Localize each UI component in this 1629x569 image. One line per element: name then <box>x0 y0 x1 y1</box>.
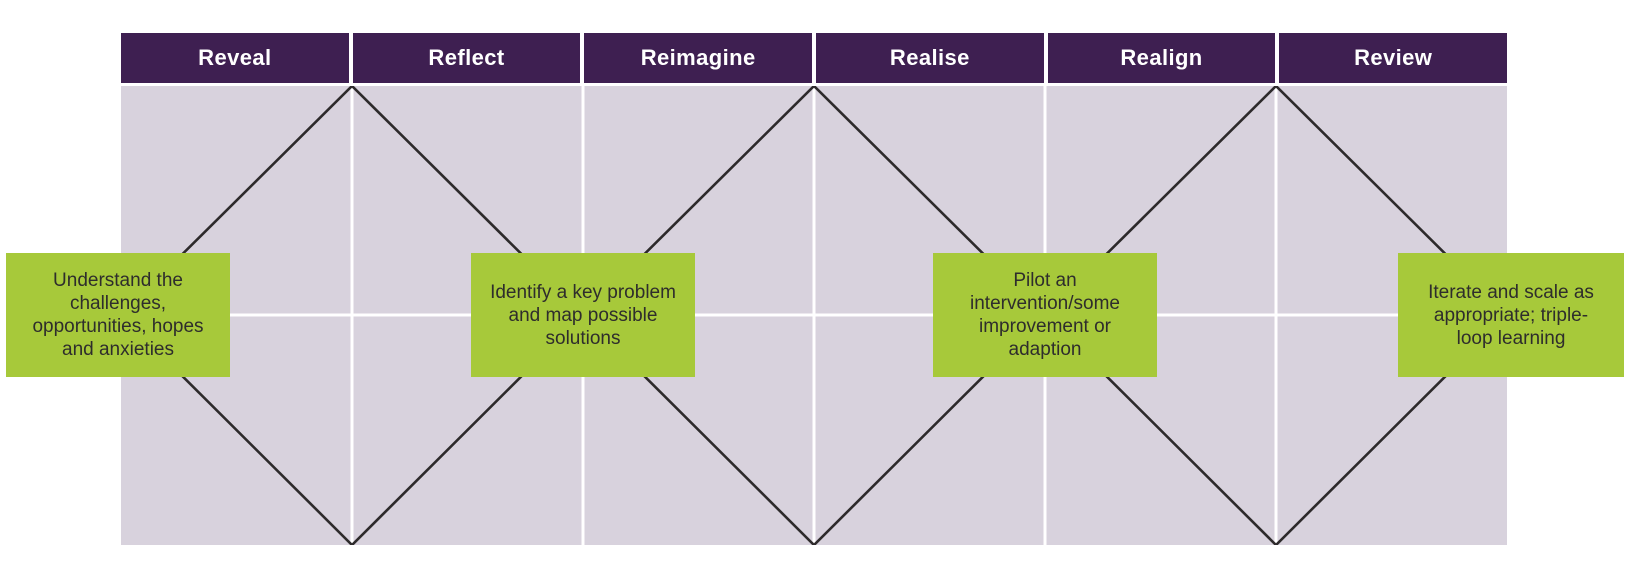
phase-header-reimagine: Reimagine <box>584 33 813 83</box>
note-text: Pilot an intervention/some improvement o… <box>970 270 1120 360</box>
phase-header-reflect: Reflect <box>352 33 581 83</box>
diagram-board <box>121 86 1507 545</box>
diamond-reimagine-realise <box>581 86 1047 545</box>
diamond-reveal-reflect <box>121 86 585 545</box>
note-text: Iterate and scale as appropriate; triple… <box>1428 281 1594 349</box>
phase-header-reveal: Reveal <box>121 33 349 83</box>
phase-header-review: Review <box>1279 33 1508 83</box>
phase-header-realise: Realise <box>816 33 1044 83</box>
note-iterate-scale: Iterate and scale as appropriate; triple… <box>1398 253 1624 377</box>
note-pilot-intervention: Pilot an intervention/some improvement o… <box>933 253 1157 377</box>
diamond-realign-review <box>1043 86 1507 545</box>
note-text: Understand the challenges, opportunities… <box>32 270 204 360</box>
note-text: Identify a key problem and map possible … <box>490 281 676 349</box>
note-identify-problem: Identify a key problem and map possible … <box>471 253 695 377</box>
phase-header-realign: Realign <box>1047 33 1276 83</box>
diamond-lines-graphic <box>121 86 1507 545</box>
note-understand-challenges: Understand the challenges, opportunities… <box>6 253 230 377</box>
phase-header-row: Reveal Reflect Reimagine Realise Realign… <box>121 33 1508 83</box>
